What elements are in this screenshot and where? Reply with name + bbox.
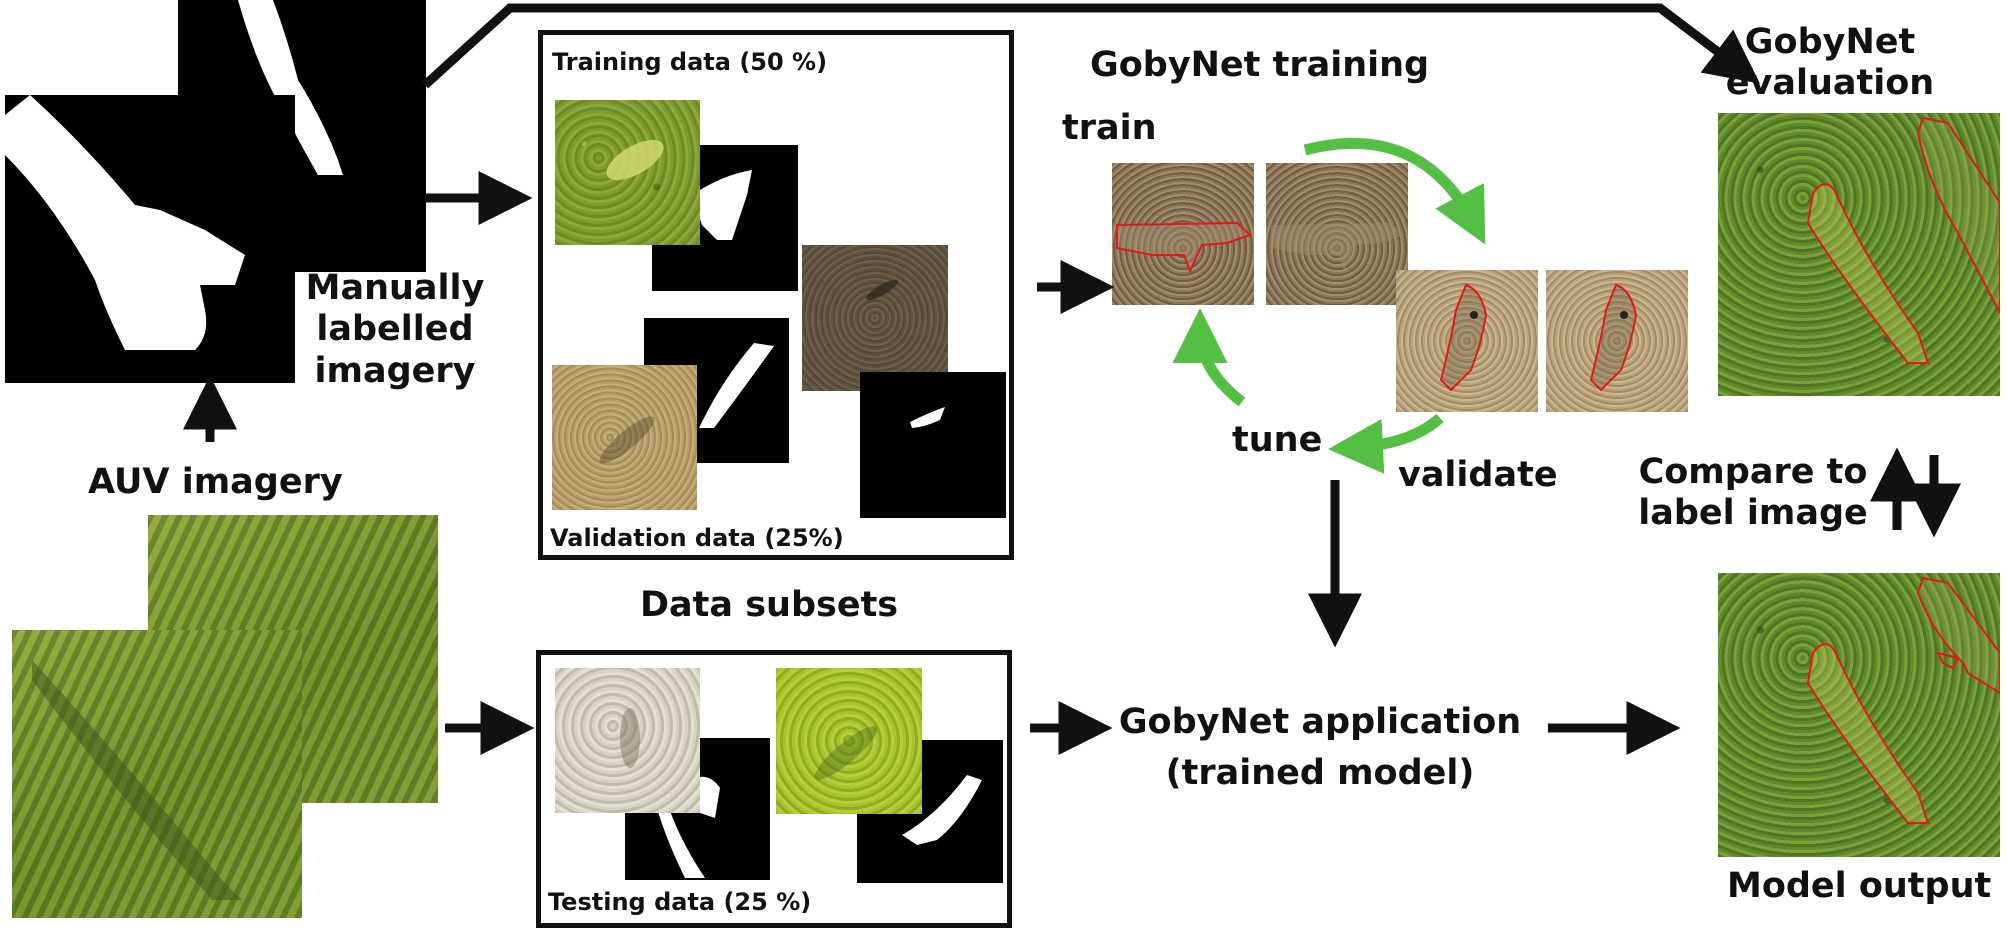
manually-labelled-label: Manually labelled imagery: [305, 268, 485, 391]
gobynet-evaluation-label: GobyNet evaluation: [1725, 22, 1935, 104]
train-label: train: [1062, 108, 1157, 148]
gobynet-application-label: GobyNet application (trained model): [1118, 702, 1522, 794]
cycle-arrow-tune-to-train: [1172, 308, 1246, 407]
evaluation-image: [1718, 113, 2000, 396]
training-photo: [555, 100, 700, 245]
arrow-to-evaluation: [421, 3, 1760, 89]
validation-data-label: Validation data (25%): [550, 524, 844, 552]
model-output-label: Model output: [1727, 866, 1992, 906]
testing-photo-pale: [555, 668, 700, 813]
gobynet-training-label: GobyNet training: [1090, 45, 1430, 85]
training-data-label: Training data (50 %): [552, 48, 828, 76]
validate-image-2: [1546, 270, 1688, 412]
cycle-arrow-validate-to-tune: [1328, 413, 1444, 474]
train-image-1: [1112, 163, 1254, 305]
train-image-2: [1266, 163, 1408, 305]
cycle-arrow-train-to-validate: [1303, 137, 1486, 245]
auv-photo-front: [12, 630, 302, 918]
validate-label: validate: [1398, 455, 1558, 495]
testing-photo-bright: [776, 668, 922, 814]
testing-data-label: Testing data (25 %): [548, 888, 812, 916]
validation-mask-small: [860, 372, 1006, 518]
validation-photo-sand: [552, 365, 697, 510]
model-output-image: [1718, 573, 2000, 857]
validate-image-1: [1396, 270, 1538, 412]
tune-label: tune: [1232, 420, 1323, 460]
validation-photo-dark: [802, 245, 948, 391]
compare-label: Compare to label image: [1638, 452, 1868, 534]
auv-imagery-label: AUV imagery: [88, 462, 343, 502]
label-mask-front: [5, 95, 295, 383]
data-subsets-label: Data subsets: [640, 585, 899, 625]
